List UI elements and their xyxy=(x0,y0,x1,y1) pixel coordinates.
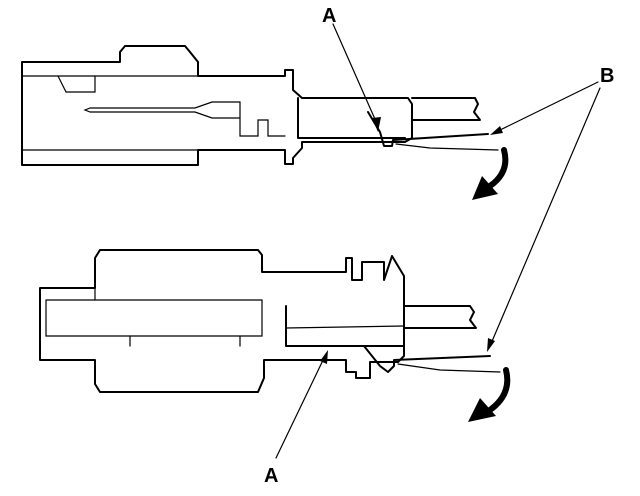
connector-top-tab xyxy=(239,101,286,137)
callout-a-top: A xyxy=(322,5,336,27)
leader-a-bottom xyxy=(275,355,326,459)
leader-b-top xyxy=(495,81,599,133)
release-arrow-top xyxy=(472,147,509,200)
release-arrow-bottom xyxy=(468,367,511,422)
connector-top-wire xyxy=(411,97,481,121)
connector-bottom-outline xyxy=(39,249,405,393)
connector-bottom xyxy=(39,249,501,393)
latch-top-arm xyxy=(395,143,499,151)
connector-top-detail xyxy=(57,75,96,93)
latch-bottom-arm xyxy=(397,363,501,373)
connector-top-pin-tip xyxy=(83,107,91,113)
leader-a-top xyxy=(332,23,379,127)
callout-a-bottom: A xyxy=(264,465,278,487)
connector-top-pin xyxy=(89,101,241,119)
callout-b: B xyxy=(600,65,614,87)
latch-top xyxy=(367,111,489,147)
connector-top-lock-window xyxy=(297,97,406,139)
leader-b-bottom xyxy=(489,87,601,347)
connector-bottom-inner-line xyxy=(129,335,241,347)
connector-bottom-inner-line xyxy=(45,299,263,337)
connector-top-outline xyxy=(21,45,413,166)
connector-bottom-pin xyxy=(285,325,405,329)
connector-top xyxy=(21,45,499,166)
latch-bottom xyxy=(363,345,491,373)
connector-bottom-wire xyxy=(403,305,477,329)
leader-lines xyxy=(275,23,601,459)
